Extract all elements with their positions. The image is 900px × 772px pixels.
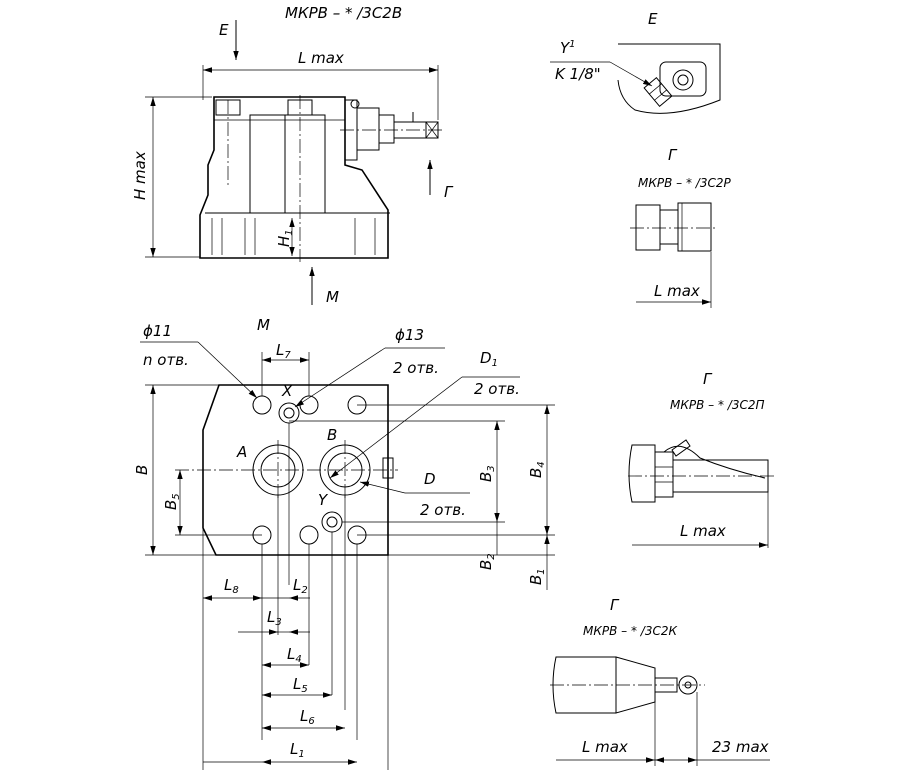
- variant-3c2pi-view: Г: [703, 370, 713, 388]
- detail-e-plate: [659, 61, 707, 97]
- d-count: 2 отв.: [420, 501, 466, 519]
- y1-label: Y1: [560, 39, 576, 57]
- variant-3c2p: Г МКРВ – * /3С2Р L max: [630, 146, 731, 308]
- variant-3c2p-view: Г: [668, 146, 678, 164]
- detail-e-fitting: [643, 76, 673, 108]
- adjuster-nut: [356, 107, 380, 151]
- variant-3c2p-body: [635, 204, 661, 251]
- bottom-view-title: М: [257, 316, 270, 334]
- variant-3c2p-nut: [659, 209, 679, 245]
- variant-3c2pi-lmax: L max: [680, 522, 726, 540]
- hole13-count: 2 отв.: [393, 359, 439, 377]
- l5-label: L5: [293, 675, 308, 695]
- view-e-label: Е: [219, 21, 229, 39]
- view-g-label: Г: [444, 183, 454, 201]
- d-leader: [359, 481, 406, 494]
- top-bolt-left: [215, 99, 241, 116]
- top-bolt-center: [287, 99, 313, 116]
- l4-label: L4: [287, 645, 302, 665]
- mount-hole-tc: [299, 395, 319, 415]
- h1-label: H1: [275, 229, 295, 247]
- b3-label: B3: [477, 465, 497, 482]
- hole11-leader: [197, 341, 258, 399]
- variant-3c2k-lmax: L max: [582, 738, 628, 756]
- l2-label: L2: [293, 576, 308, 596]
- hole11-label: ϕ11: [143, 322, 172, 340]
- main-view-title: МКРВ – * /3С2В: [285, 4, 402, 22]
- variant-3c2k-body: [552, 656, 617, 714]
- mount-hole-bc: [299, 525, 319, 545]
- variant-3c2pi-seal-wire: [663, 445, 766, 479]
- hole13-leader: [294, 347, 386, 408]
- l3-label: L3: [267, 608, 282, 628]
- port-y-outer: [321, 511, 343, 533]
- view-m-label: М: [326, 288, 339, 306]
- mount-hole-tl: [252, 395, 272, 415]
- l6-label: L6: [300, 707, 315, 727]
- plate-lug: [382, 457, 394, 479]
- detail-e-break-outline: [617, 43, 721, 114]
- l7-label: L7: [276, 341, 291, 361]
- adjuster-screw: [350, 99, 360, 109]
- port-y-inner: [326, 516, 338, 528]
- detail-e: Е Y1 K 1/8": [550, 10, 721, 114]
- main-view: МКРВ – * /3С2В Е L max H max H1: [131, 4, 454, 306]
- d-label: D: [424, 470, 436, 488]
- detail-e-bolt-inner: [677, 74, 689, 86]
- hole11-count: n отв.: [143, 351, 189, 369]
- l8-label: L8: [224, 576, 239, 596]
- d1-count: 2 отв.: [474, 380, 520, 398]
- hole13-label: ϕ13: [395, 326, 424, 344]
- thread-label: K 1/8": [555, 65, 601, 83]
- b4-label: B4: [527, 461, 547, 478]
- b2-label: B2: [477, 553, 497, 570]
- b5-label: B5: [162, 493, 182, 510]
- port-x-inner: [283, 407, 295, 419]
- variant-3c2k-view: Г: [610, 596, 620, 614]
- variant-3c2k-extra: 23 max: [712, 738, 769, 756]
- variant-3c2pi-nut: [654, 451, 674, 498]
- l1-label: L1: [290, 740, 305, 760]
- detail-e-title: Е: [648, 10, 658, 28]
- d1-leader: [329, 376, 463, 479]
- valve-cartridge: [249, 114, 326, 214]
- variant-3c2k: Г МКРВ – * /3С2К L max 23 max: [550, 596, 770, 766]
- adjuster-sleeve: [378, 114, 395, 144]
- detail-e-leader: [609, 61, 653, 87]
- bottom-view: М A B X Y ϕ11 n отв.: [133, 316, 555, 770]
- port-y-label: Y: [318, 491, 329, 509]
- d1-label: D1: [480, 349, 498, 369]
- variant-3c2p-lmax: L max: [654, 282, 700, 300]
- b1-label: B1: [527, 568, 547, 585]
- lmax-label: L max: [298, 49, 344, 67]
- port-a-label: A: [236, 443, 247, 461]
- variant-3c2p-handwheel: [677, 202, 712, 252]
- variant-3c2p-model: МКРВ – * /3С2Р: [638, 176, 731, 190]
- port-b-label: B: [327, 426, 337, 444]
- variant-3c2k-model: МКРВ – * /3С2К: [583, 624, 677, 638]
- detail-e-bolt-outer: [672, 69, 694, 91]
- b-label: B: [133, 465, 151, 475]
- port-x-label: X: [281, 382, 293, 400]
- variant-3c2pi-body: [628, 444, 656, 503]
- variant-3c2pi-model: МКРВ – * /3С2П: [670, 398, 765, 412]
- variant-3c2pi-seal: [671, 439, 691, 457]
- variant-3c2pi: Г МКРВ – * /3С2П L max: [628, 370, 775, 548]
- hmax-label: H max: [131, 151, 149, 200]
